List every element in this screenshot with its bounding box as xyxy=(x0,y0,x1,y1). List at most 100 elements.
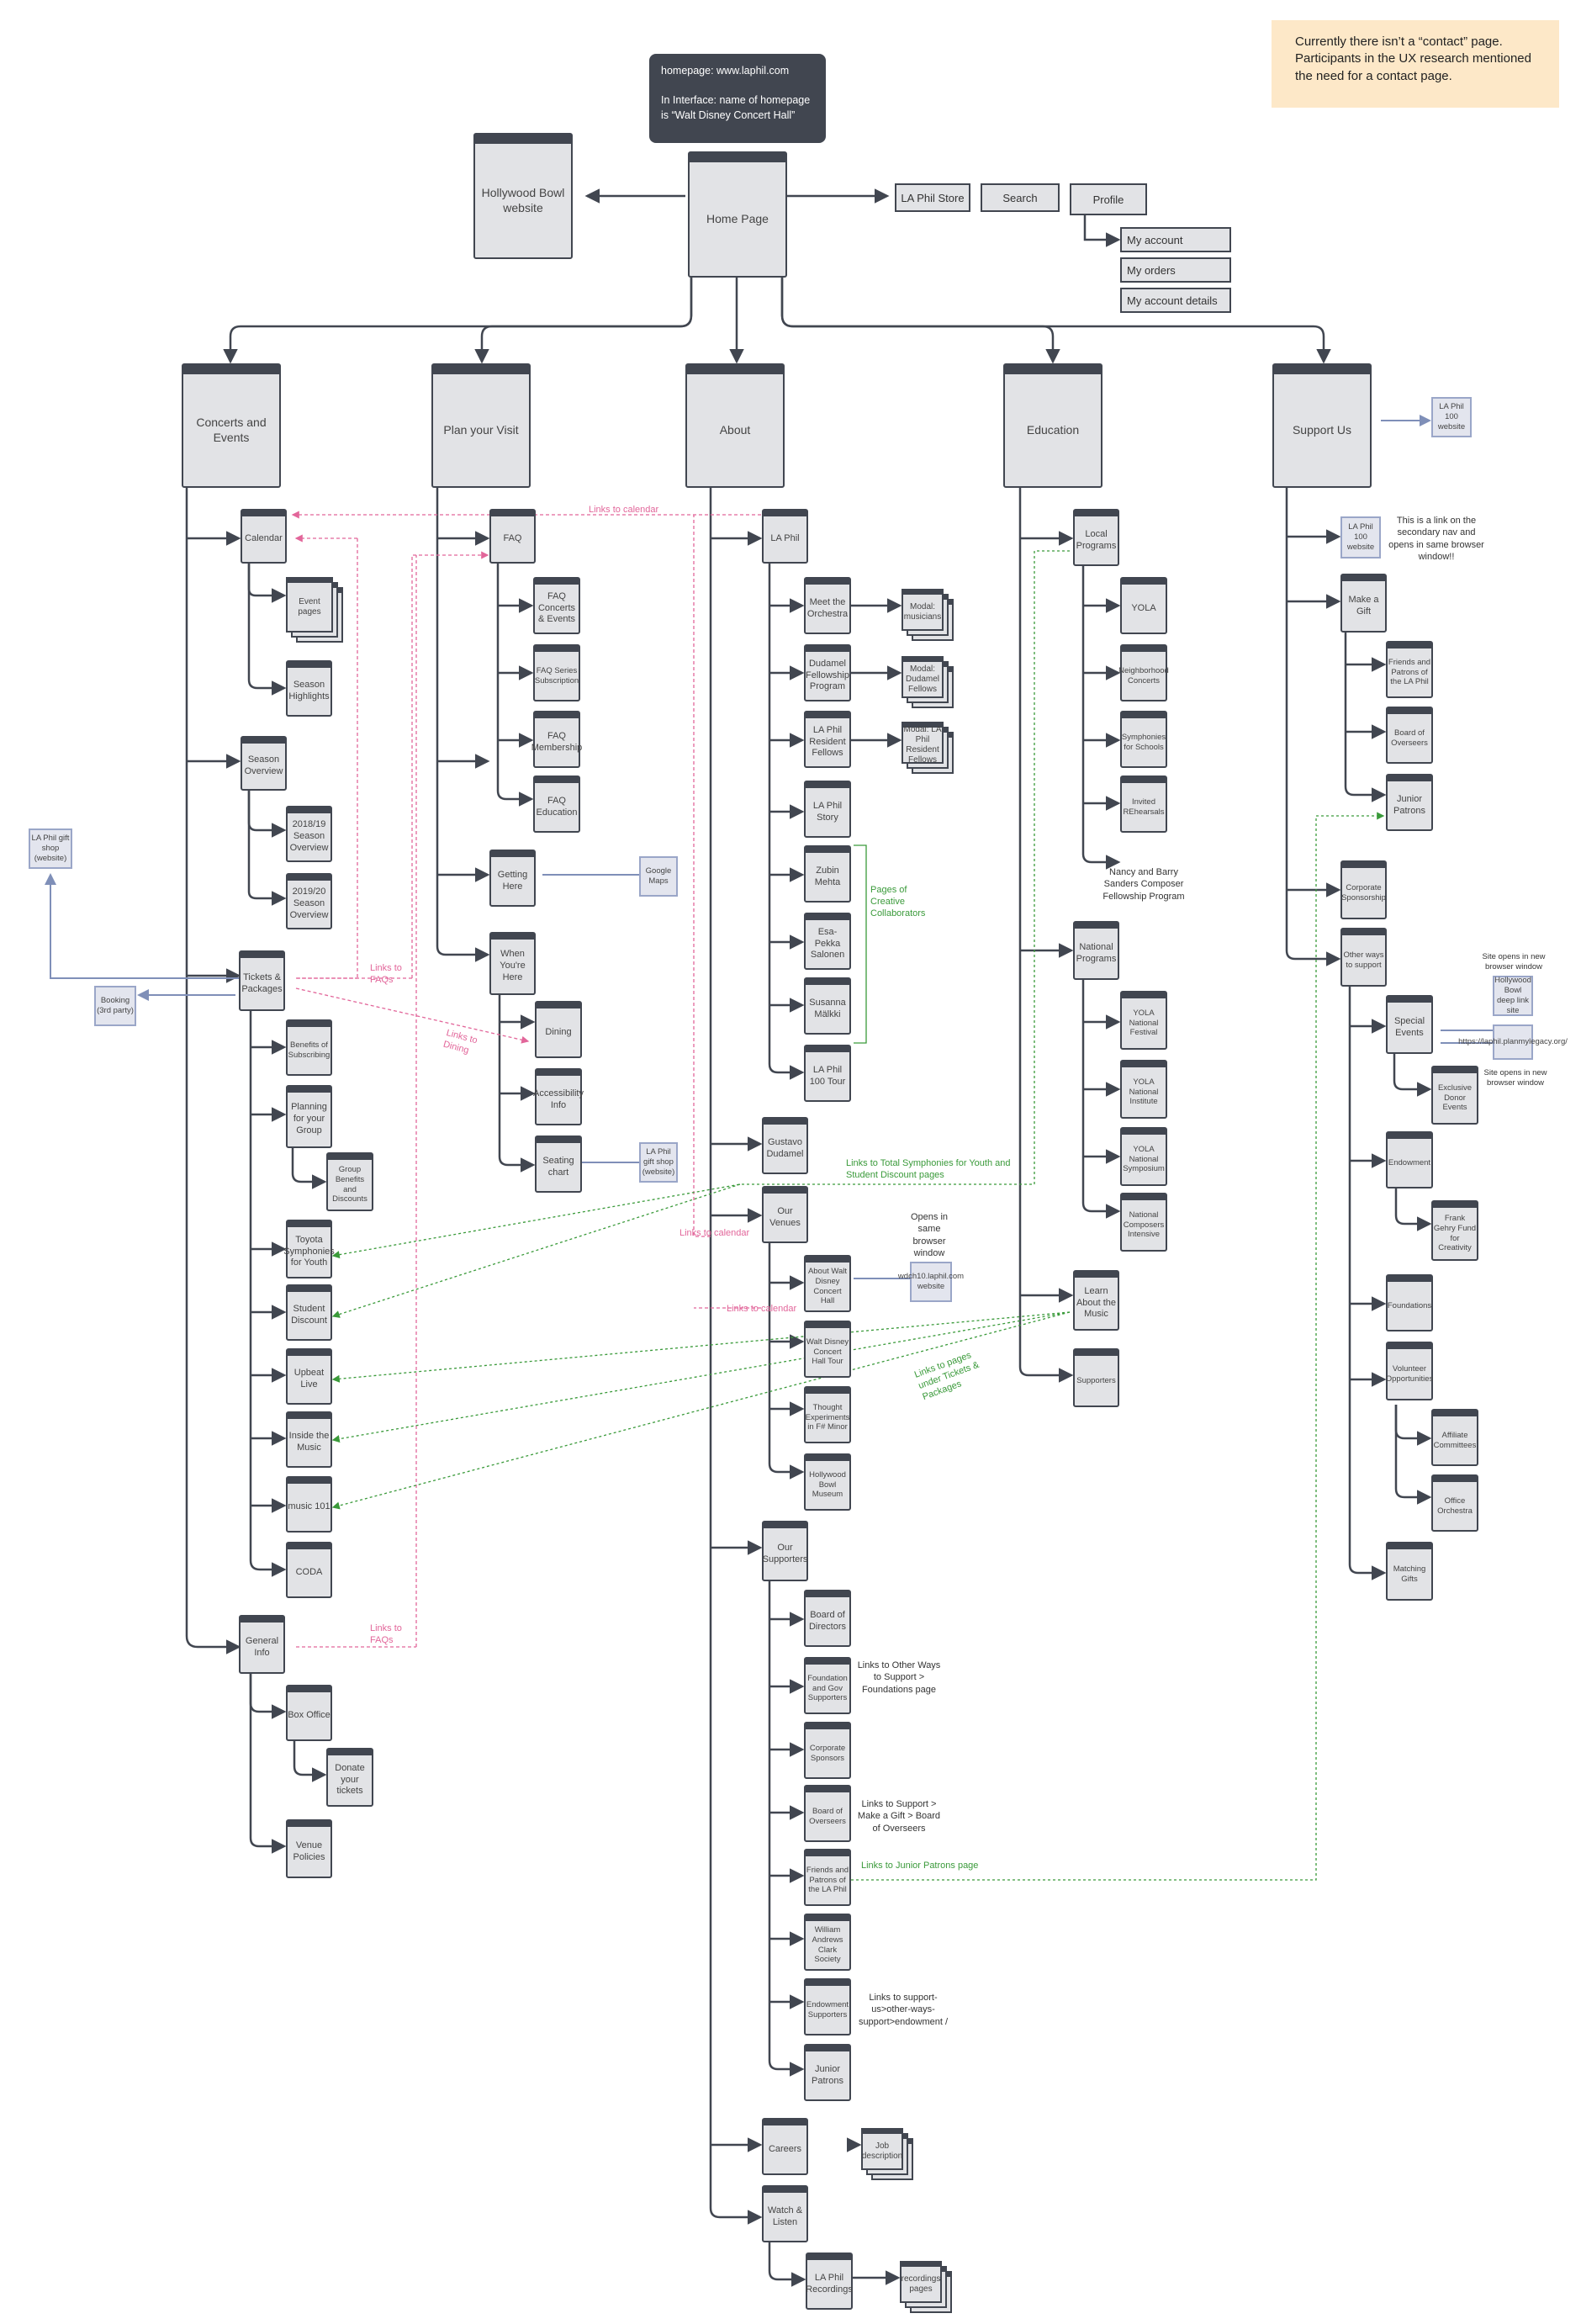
yola-festival[interactable]: YOLA National Festival xyxy=(1120,991,1167,1050)
affiliate-committees[interactable]: Affiliate Committees xyxy=(1431,1409,1478,1466)
benefits-subscribing[interactable]: Benefits of Subscribing xyxy=(286,1019,332,1076)
meet-orchestra[interactable]: Meet the Orchestra xyxy=(804,577,851,634)
national-composers[interactable]: National Composers Intensive xyxy=(1120,1193,1167,1252)
section-concerts[interactable]: Concerts and Events xyxy=(182,363,281,488)
gift-shop-left[interactable]: LA Phil gift shop (website) xyxy=(29,828,72,869)
other-ways-support[interactable]: Other ways to support xyxy=(1340,928,1387,987)
corporate-sponsors[interactable]: Corporate Sponsors xyxy=(804,1722,851,1779)
corporate-sponsorship[interactable]: Corporate Sponsorship xyxy=(1340,860,1387,919)
our-venues[interactable]: Our Venues xyxy=(762,1186,808,1243)
upbeat-live[interactable]: Upbeat Live xyxy=(286,1348,332,1405)
wdch10-website[interactable]: wdch10.laphil.com website xyxy=(898,1262,964,1302)
search-button[interactable]: Search xyxy=(981,183,1060,212)
legacy-site[interactable]: https://laphil.planmylegacy.org/ xyxy=(1458,1024,1568,1060)
faq[interactable]: FAQ xyxy=(489,509,536,564)
inside-music[interactable]: Inside the Music xyxy=(286,1411,332,1468)
my-account-details[interactable]: My account details xyxy=(1120,288,1231,313)
student-discount[interactable]: Student Discount xyxy=(286,1284,332,1341)
special-events[interactable]: Special Events xyxy=(1386,995,1433,1054)
endowment-supporters[interactable]: Endowment Supporters xyxy=(804,1978,851,2035)
our-supporters[interactable]: Our Supporters xyxy=(762,1521,808,1581)
group-benefits[interactable]: Group Benefits and Discounts xyxy=(326,1152,373,1211)
volunteer-opportunities[interactable]: Volunteer Opportunities xyxy=(1386,1342,1433,1400)
modal-dudamel[interactable]: Modal: Dudamel Fellows xyxy=(902,656,957,712)
endowment[interactable]: Endowment xyxy=(1386,1131,1433,1188)
faq-education[interactable]: FAQ Education xyxy=(533,776,580,833)
toyota-symphonies[interactable]: Toyota Symphonies for Youth xyxy=(283,1220,335,1278)
junior-patrons-about[interactable]: Junior Patrons xyxy=(804,2044,851,2101)
board-overseers-support[interactable]: Board of Overseers xyxy=(1386,707,1433,764)
junior-patrons-support[interactable]: Junior Patrons xyxy=(1386,774,1433,831)
my-orders[interactable]: My orders xyxy=(1120,257,1231,283)
season-highlights[interactable]: Season Highlights xyxy=(286,660,332,717)
la-phil-100-website[interactable]: LA Phil 100 website xyxy=(1340,516,1381,559)
google-maps[interactable]: Google Maps xyxy=(639,856,678,897)
friends-patrons-support[interactable]: Friends and Patrons of the LA Phil xyxy=(1386,641,1433,698)
careers[interactable]: Careers xyxy=(762,2118,808,2175)
donate-tickets[interactable]: Donate your tickets xyxy=(326,1748,373,1807)
yola-symposium[interactable]: YOLA National Symposium xyxy=(1120,1127,1167,1186)
la-phil-recordings[interactable]: LA Phil Recordings xyxy=(806,2253,853,2310)
faq-membership[interactable]: FAQ Membership xyxy=(531,711,582,768)
box-office[interactable]: Box Office xyxy=(286,1685,332,1741)
calendar[interactable]: Calendar xyxy=(241,509,287,564)
faq-series[interactable]: FAQ Series Subscription xyxy=(533,644,580,701)
office-orchestra[interactable]: Office Orchestra xyxy=(1431,1474,1478,1532)
job-description[interactable]: Job description xyxy=(861,2128,917,2184)
national-programs[interactable]: National Programs xyxy=(1073,921,1119,980)
resident-fellows[interactable]: LA Phil Resident Fellows xyxy=(804,711,851,768)
seating-chart[interactable]: Seating chart xyxy=(535,1136,582,1193)
thought-experiments[interactable]: Thought Experiments in F# Minor xyxy=(804,1386,851,1443)
friends-patrons[interactable]: Friends and Patrons of the LA Phil xyxy=(804,1849,851,1906)
education-supporters[interactable]: Supporters xyxy=(1073,1348,1119,1407)
modal-musicians[interactable]: Modal: musicians xyxy=(902,589,957,644)
music-101[interactable]: music 101 xyxy=(286,1476,332,1533)
faq-concerts[interactable]: FAQ Concerts & Events xyxy=(533,577,580,634)
my-account[interactable]: My account xyxy=(1120,227,1231,252)
venue-policies[interactable]: Venue Policies xyxy=(286,1819,332,1878)
esa-pekka-salonen[interactable]: Esa-Pekka Salonen xyxy=(804,913,851,970)
section-about[interactable]: About xyxy=(685,363,785,488)
susanna-malkki[interactable]: Susanna Mälkki xyxy=(804,977,851,1035)
neighborhood-concerts[interactable]: Neighborhood Concerts xyxy=(1118,644,1169,701)
about-wdch[interactable]: About Walt Disney Concert Hall xyxy=(804,1255,851,1312)
la-phil-100-website-top[interactable]: LA Phil 100 website xyxy=(1431,397,1472,437)
local-programs[interactable]: Local Programs xyxy=(1073,509,1119,566)
booking-third-party[interactable]: Booking (3rd party) xyxy=(94,986,136,1026)
watch-listen[interactable]: Watch & Listen xyxy=(762,2185,808,2242)
foundations[interactable]: Foundations xyxy=(1386,1274,1433,1331)
event-pages[interactable]: Event pages xyxy=(286,577,345,646)
make-gift[interactable]: Make a Gift xyxy=(1340,574,1387,633)
general-info[interactable]: General Info xyxy=(239,1615,285,1674)
invited-rehearsals[interactable]: Invited REhearsals xyxy=(1120,776,1167,833)
exclusive-donor-events[interactable]: Exclusive Donor Events xyxy=(1431,1066,1478,1125)
getting-here[interactable]: Getting Here xyxy=(489,850,536,907)
season-overview[interactable]: Season Overview xyxy=(241,736,287,791)
season-2019[interactable]: 2019/20 Season Overview xyxy=(286,873,332,929)
when-here[interactable]: When You're Here xyxy=(489,932,536,995)
hollywood-bowl-deep-link[interactable]: Hollywood Bowl deep link site xyxy=(1493,976,1533,1016)
recordings-pages[interactable]: recordings pages xyxy=(900,2261,955,2316)
modal-resident[interactable]: Modal: LA Phil Resident Fellows xyxy=(902,722,957,777)
yola-institute[interactable]: YOLA National Institute xyxy=(1120,1060,1167,1119)
section-plan[interactable]: Plan your Visit xyxy=(431,363,531,488)
dudamel-fellowship[interactable]: Dudamel Fellowship Program xyxy=(804,644,851,701)
planning-group[interactable]: Planning for your Group xyxy=(286,1085,332,1148)
section-support[interactable]: Support Us xyxy=(1272,363,1372,488)
season-2018[interactable]: 2018/19 Season Overview xyxy=(286,806,332,862)
william-andrews-clark[interactable]: William Andrews Clark Society xyxy=(804,1914,851,1971)
dining[interactable]: Dining xyxy=(535,1001,582,1058)
store-button[interactable]: LA Phil Store xyxy=(895,183,970,212)
hollywood-bowl-website[interactable]: Hollywood Bowl website xyxy=(473,133,573,259)
learn-about-music[interactable]: Learn About the Music xyxy=(1073,1270,1119,1331)
foundation-supporters[interactable]: Foundation and Gov Supporters xyxy=(804,1657,851,1714)
tickets-packages[interactable]: Tickets & Packages xyxy=(239,950,285,1011)
hollywood-bowl-museum[interactable]: Hollywood Bowl Museum xyxy=(804,1453,851,1511)
frank-gehry-fund[interactable]: Frank Gehry Fund for Creativity xyxy=(1431,1200,1478,1261)
yola[interactable]: YOLA xyxy=(1120,577,1167,634)
la-phil-story[interactable]: LA Phil Story xyxy=(804,781,851,838)
gift-shop-plan[interactable]: LA Phil gift shop (website) xyxy=(639,1142,678,1183)
symphonies-schools[interactable]: Symphonies for Schools xyxy=(1120,711,1167,768)
home-page[interactable]: Home Page xyxy=(688,151,787,278)
accessibility-info[interactable]: Accessibility Info xyxy=(533,1068,584,1125)
